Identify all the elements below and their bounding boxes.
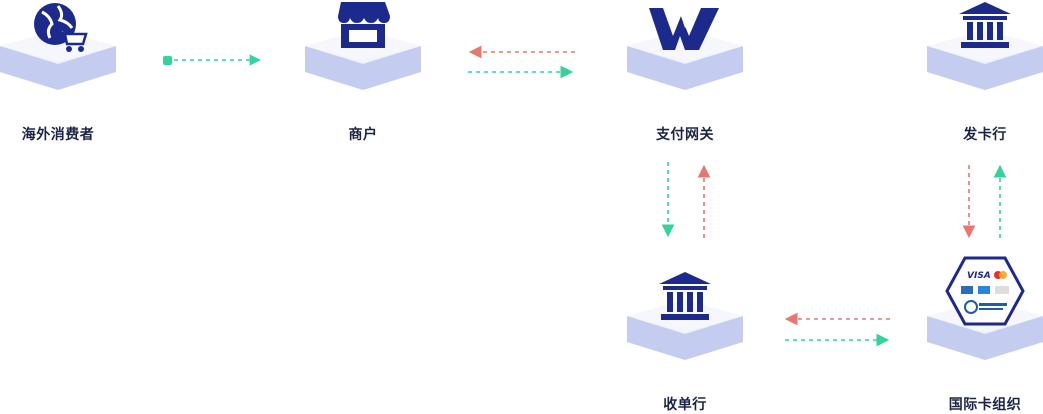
- label-acquirer: 收单行: [663, 397, 707, 413]
- platform-base: [627, 30, 743, 90]
- node-merchant: [303, 0, 423, 130]
- bank-icon: [659, 272, 711, 320]
- node-gateway: [625, 0, 745, 130]
- node-consumer: [0, 0, 118, 130]
- label-card-org: 国际卡组织: [948, 397, 1022, 413]
- node-issuer: [925, 0, 1043, 130]
- node-acquirer: [625, 270, 745, 400]
- visa-logo: VISA: [967, 271, 991, 281]
- globe-cart-icon: [34, 3, 88, 52]
- label-consumer: 海外消费者: [21, 127, 95, 143]
- bank-icon: [959, 2, 1011, 48]
- label-issuer: 发卡行: [963, 127, 1007, 143]
- arrow-consumer-to-merchant: [163, 54, 261, 66]
- gateway-logo-icon: [649, 8, 719, 50]
- node-card-org: VISA: [925, 256, 1043, 386]
- platform-base: [0, 30, 116, 90]
- card-brands-hexagon-icon: VISA: [945, 256, 1025, 326]
- label-merchant: 商户: [348, 127, 378, 143]
- label-gateway: 支付网关: [656, 127, 714, 143]
- platform-base: [627, 300, 743, 360]
- platform-base: [305, 30, 421, 90]
- store-icon: [338, 2, 390, 48]
